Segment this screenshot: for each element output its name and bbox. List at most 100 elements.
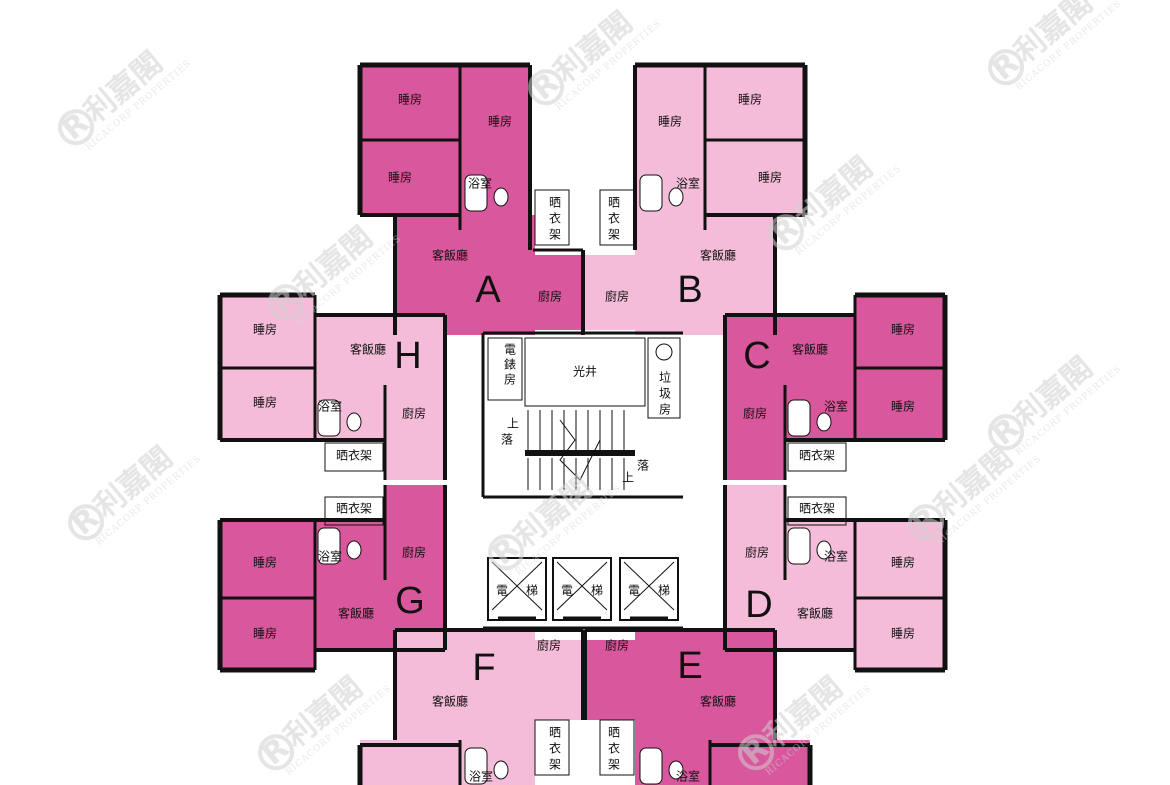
- drying-rack-b-3: 架: [608, 228, 620, 242]
- drying-rack-24: [599, 189, 635, 246]
- drying-rack-f-3: 架: [549, 758, 561, 772]
- unit-b-living: 客飯廳: [700, 248, 736, 263]
- unit-f-letter: F: [472, 647, 495, 689]
- drying-rack-a-3: 架: [549, 228, 561, 242]
- drying-rack-63: [787, 442, 847, 472]
- unit-d-bathroom: 浴室: [824, 549, 848, 564]
- unit-b-bedroom-1: 睡房: [738, 92, 762, 107]
- drying-rack-a-1: 晒: [549, 196, 561, 210]
- unit-g-living: 客飯廳: [338, 606, 374, 621]
- unit-a-bedroom-3: 睡房: [388, 170, 412, 185]
- lift-2-label-2: 梯: [591, 584, 603, 598]
- unit-h-26: [315, 315, 445, 385]
- unit-f-79: [360, 740, 535, 785]
- light-well-label: 光井: [573, 365, 597, 379]
- unit-f-bathroom: 浴室: [469, 769, 493, 784]
- bathroom-fixture: [317, 527, 362, 565]
- unit-b-bedroom-2: 睡房: [658, 114, 682, 129]
- unit-e-kitchen: 廚房: [605, 638, 629, 653]
- unit-h-living: 客飯廳: [350, 342, 386, 357]
- drying-rack-37: [324, 442, 384, 472]
- unit-c-living: 客飯廳: [792, 342, 828, 357]
- lift-1-label-2: 梯: [526, 584, 538, 598]
- lift-3: [619, 557, 679, 621]
- light-well-101: [524, 337, 646, 407]
- bathroom-fixture: [464, 747, 509, 785]
- meter-room-label-2: 錶: [504, 357, 516, 372]
- unit-b-bathroom: 浴室: [676, 176, 700, 191]
- unit-f-kitchen-78: [535, 640, 585, 720]
- unit-a-bathroom: 浴室: [468, 176, 492, 191]
- core-layer: [317, 174, 847, 785]
- lift-1: [487, 557, 547, 621]
- stair-down-label-2: 落: [637, 459, 649, 473]
- unit-c-bedroom-2: 睡房: [891, 399, 915, 414]
- unit-d-bedroom-1: 睡房: [891, 555, 915, 570]
- unit-d-letter: D: [745, 584, 772, 626]
- bathroom-fixture: [464, 174, 509, 212]
- drying-rack-95: [534, 719, 570, 776]
- refuse-room-label-3: 房: [659, 402, 671, 417]
- unit-h-kitchen: 廚房: [402, 406, 426, 421]
- bathroom-fixture: [317, 399, 362, 437]
- stair-up-label: 上: [507, 417, 519, 431]
- walls-layer: [217, 62, 948, 785]
- unit-c-kitchen: 廚房: [743, 406, 767, 421]
- lift-1-label-1: 電: [496, 584, 508, 598]
- unit-e-bathroom: 浴室: [676, 769, 700, 784]
- drying-rack-b-2: 衣: [608, 211, 620, 226]
- drying-rack-64: [787, 496, 847, 526]
- unit-c-52: [725, 315, 855, 385]
- bathroom-fixture: [787, 399, 832, 437]
- lift-2: [552, 557, 612, 621]
- unit-g-bathroom: 浴室: [318, 549, 342, 564]
- drying-rack-e-3: 架: [608, 758, 620, 772]
- unit-c-letter: C: [743, 335, 770, 377]
- unit-a-bedroom-1: 睡房: [398, 92, 422, 107]
- lift-3-label-2: 梯: [658, 584, 670, 598]
- lift-3-label-1: 電: [628, 584, 640, 598]
- stair-down-label: 落: [501, 433, 513, 447]
- stair-up-label-2: 上: [622, 471, 634, 485]
- unit-e-living: 客飯廳: [700, 694, 736, 709]
- drying-rack-38: [324, 496, 384, 526]
- staircase: [525, 410, 635, 490]
- unit-g-bedroom-1: 睡房: [253, 555, 277, 570]
- unit-g-letter: G: [395, 580, 425, 622]
- drying-rack-g: 晒衣架: [336, 501, 372, 516]
- unit-d-kitchen-67: [725, 485, 785, 580]
- drying-rack-h: 晒衣架: [336, 448, 372, 463]
- drying-rack-a-2: 衣: [549, 211, 561, 226]
- unit-a-letter: A: [475, 269, 501, 311]
- drying-rack-23: [534, 189, 570, 246]
- rooms-layer: [220, 65, 945, 785]
- unit-b-bedroom-3: 睡房: [758, 170, 782, 185]
- unit-c-bathroom: 浴室: [824, 399, 848, 414]
- unit-a-bedroom-2: 睡房: [488, 114, 512, 129]
- bathroom-fixture: [639, 747, 684, 785]
- unit-b-kitchen-15: [585, 255, 635, 330]
- unit-e-86: [635, 630, 775, 740]
- unit-h-letter: H: [394, 335, 421, 377]
- unit-d-living: 客飯廳: [797, 606, 833, 621]
- drying-rack-b-1: 晒: [608, 196, 620, 210]
- unit-b-kitchen: 廚房: [605, 289, 629, 304]
- unit-h-bedroom-1: 睡房: [253, 322, 277, 337]
- unit-g-kitchen-41: [385, 485, 445, 580]
- drying-rack-f-1: 晒: [549, 726, 561, 740]
- unit-f-kitchen: 廚房: [537, 638, 561, 653]
- drying-rack-c: 晒衣架: [799, 448, 835, 463]
- unit-a-kitchen-3: [533, 255, 583, 330]
- unit-h-bathroom: 浴室: [318, 399, 342, 414]
- refuse-chute-icon: [655, 343, 673, 361]
- bathroom-fixture: [787, 527, 832, 565]
- unit-e-88: [635, 740, 810, 785]
- meter-room-label-3: 房: [504, 372, 516, 387]
- drying-rack-96: [599, 719, 635, 776]
- unit-a-living: 客飯廳: [432, 248, 468, 263]
- drying-rack-e-2: 衣: [608, 741, 620, 756]
